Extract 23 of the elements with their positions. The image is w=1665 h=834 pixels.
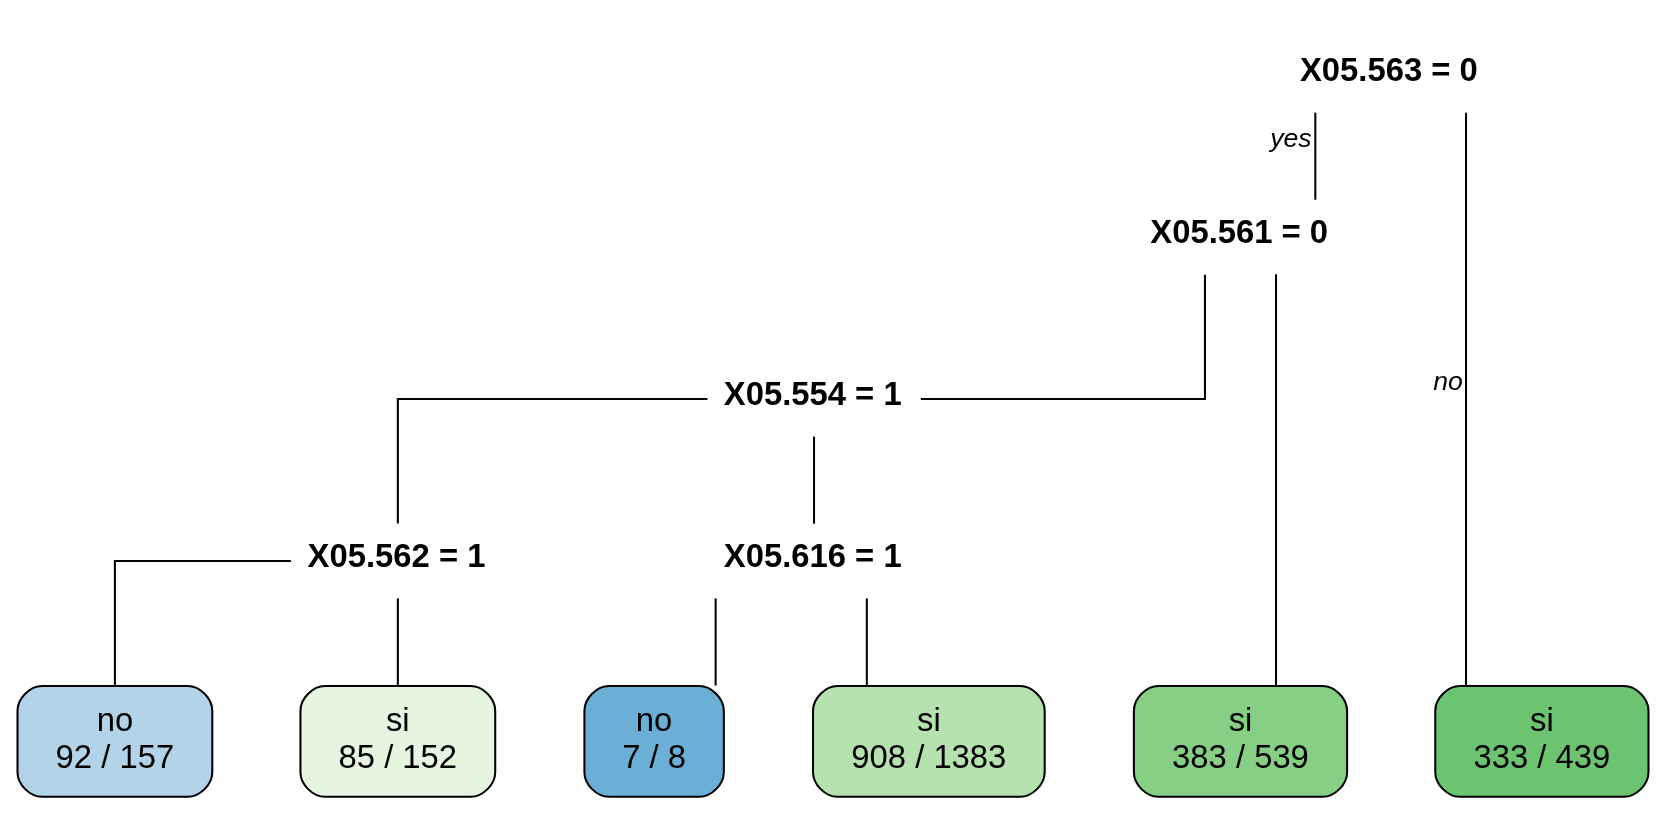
edge-label: no [1432, 365, 1463, 396]
connector [714, 597, 717, 686]
connector [1464, 112, 1467, 685]
edge-label: yes [1269, 122, 1312, 153]
connector [396, 597, 399, 686]
node-text: X05.563 = 0 [1299, 50, 1478, 88]
node-text: X05.561 = 0 [1149, 212, 1328, 250]
node-box: si 85 / 152 [298, 684, 496, 798]
node-box: si 333 / 439 [1433, 684, 1649, 798]
node-box: si 383 / 539 [1132, 684, 1348, 798]
connector [1274, 273, 1277, 686]
node-box: si 908 / 1383 [811, 684, 1046, 798]
node-box: no 92 / 157 [16, 684, 213, 798]
connector [812, 436, 815, 524]
node-text: X05.554 = 1 [723, 374, 902, 412]
connector [113, 559, 291, 685]
connector [865, 597, 868, 686]
node-text: X05.562 = 1 [307, 536, 485, 574]
connector [396, 397, 707, 523]
connector [1313, 112, 1316, 200]
connector [920, 274, 1206, 400]
node-box: no 7 / 8 [582, 684, 725, 798]
node-text: X05.616 = 1 [723, 536, 902, 574]
